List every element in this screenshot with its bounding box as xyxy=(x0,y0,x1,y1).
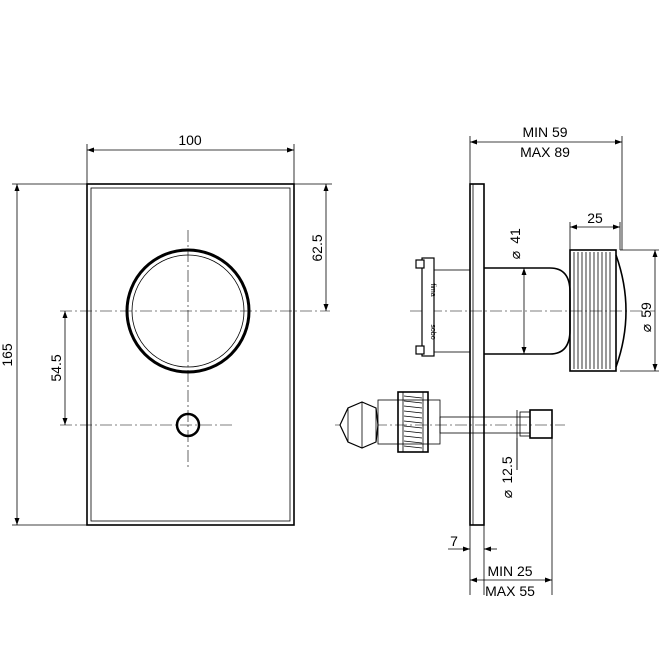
thread-line xyxy=(403,420,423,424)
plate-offset-dimension: 7 xyxy=(448,525,497,595)
knob-ribs xyxy=(573,252,611,369)
spacing-label: 54.5 xyxy=(48,354,64,381)
knob-diameter-label: 59 xyxy=(638,302,654,318)
thread-line xyxy=(403,425,423,429)
body-diameter-label: 41 xyxy=(507,228,523,244)
height-label: 165 xyxy=(0,343,15,367)
thread-line xyxy=(403,405,423,409)
stem-diameter-symbol: ⌀ xyxy=(499,490,515,498)
top-offset-dimension: 62.5 xyxy=(294,183,332,311)
diverter-stem xyxy=(339,391,553,453)
side-view: fima sobo ⌀ 41 ⌀ 59 xyxy=(335,124,659,599)
body-diameter-dimension: ⌀ 41 xyxy=(507,228,527,354)
depth-label-min: MIN 59 xyxy=(522,124,567,140)
thread-line xyxy=(403,435,423,439)
thread-line xyxy=(403,400,423,404)
front-plate xyxy=(86,183,295,526)
thread-line xyxy=(403,395,423,399)
stem-diameter-label: 12.5 xyxy=(499,456,515,483)
width-dimension: 100 xyxy=(86,132,295,184)
side-plate xyxy=(469,183,485,526)
thread-line xyxy=(403,410,423,414)
cartridge-flange: fima sobo xyxy=(415,257,436,357)
spacing-dimension: 54.5 xyxy=(48,311,68,425)
wall-label-min: MIN 25 xyxy=(487,563,532,579)
wall-depth-dimension: MIN 25 MAX 55 xyxy=(469,438,553,599)
thread-line xyxy=(403,445,423,449)
wall-label-max: MAX 55 xyxy=(485,583,535,599)
thread-line xyxy=(403,415,423,419)
width-label: 100 xyxy=(178,132,202,148)
brand-text: fima xyxy=(429,283,436,296)
knob-depth-dimension: 25 xyxy=(569,210,621,250)
front-view: 100 165 62.5 54.5 xyxy=(0,132,332,526)
knob-depth-label: 25 xyxy=(587,210,603,226)
side-knob xyxy=(569,249,627,372)
knob-diameter-symbol: ⌀ xyxy=(638,324,654,332)
plate-offset-label: 7 xyxy=(450,533,458,549)
height-dimension: 165 xyxy=(0,183,87,526)
stem-thread xyxy=(403,395,423,449)
top-offset-label: 62.5 xyxy=(309,234,325,261)
body-diameter-symbol: ⌀ xyxy=(507,251,523,259)
stem-diameter-dimension: ⌀ 12.5 xyxy=(499,410,518,498)
knob-diameter-dimension: ⌀ 59 xyxy=(620,249,659,372)
side-text: sobo xyxy=(429,324,436,339)
thread-line xyxy=(403,430,423,434)
front-plate-inner-edge xyxy=(90,187,291,522)
thread-line xyxy=(403,440,423,444)
depth-label-max: MAX 89 xyxy=(520,144,570,160)
overall-depth-dimension: MIN 59 MAX 89 xyxy=(469,124,623,250)
